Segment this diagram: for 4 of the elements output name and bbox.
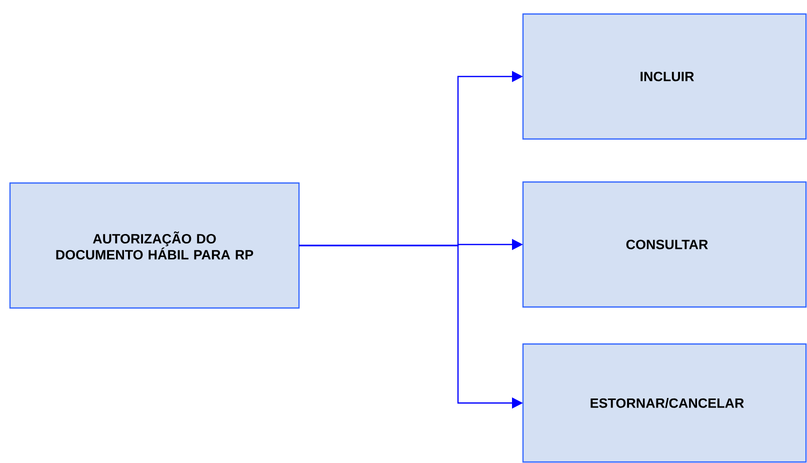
process-box: CONSULTAR: [522, 181, 807, 308]
process-box: INCLUIR: [522, 13, 807, 140]
process-box: AUTORIZAÇÃO DO DOCUMENTO HÁBIL PARA RP: [9, 182, 300, 309]
process-box: ESTORNAR/CANCELAR: [522, 343, 807, 463]
